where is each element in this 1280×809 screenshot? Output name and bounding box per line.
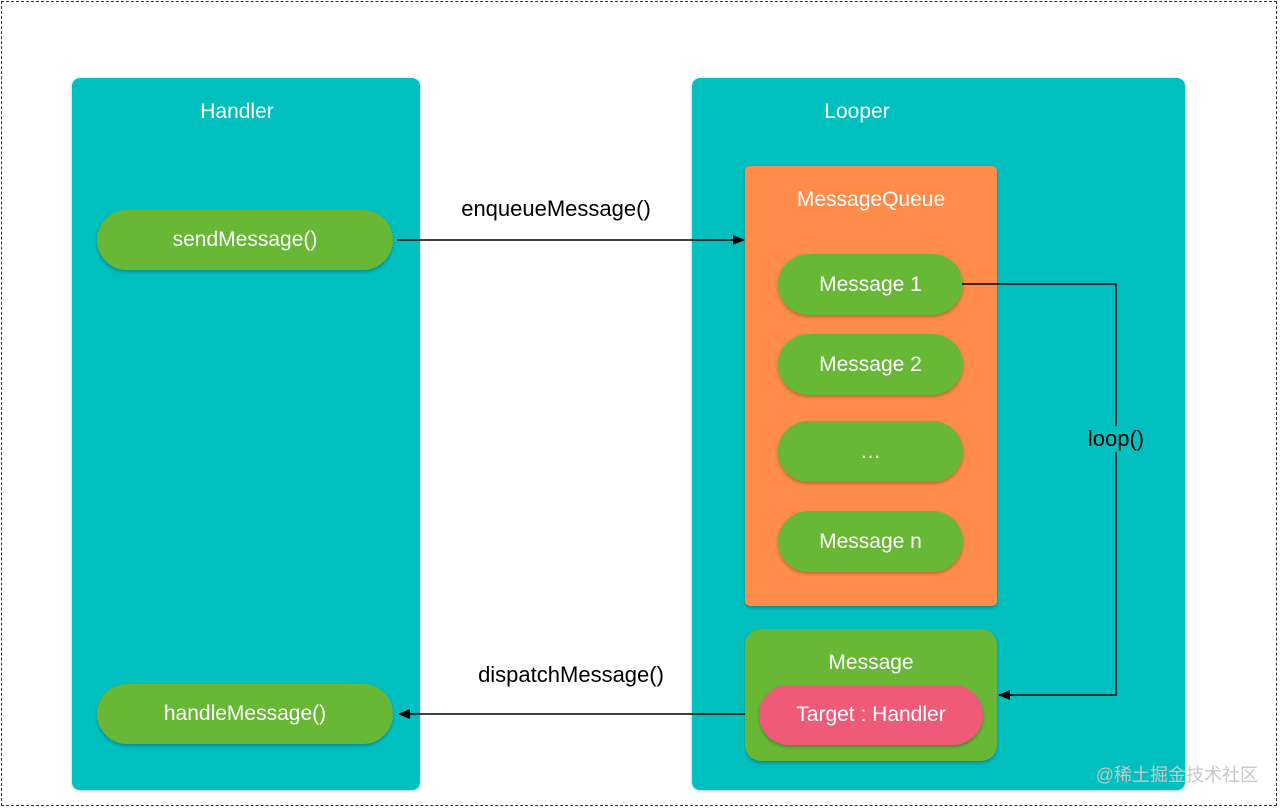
handle-message-node: handleMessage() <box>97 684 393 744</box>
queue-item: Message n <box>778 511 963 572</box>
handler-panel: Handler sendMessage() handleMessage() <box>72 78 420 790</box>
handler-title: Handler <box>200 100 274 123</box>
message-box-title: Message <box>828 651 914 674</box>
loop-label: loop() <box>1080 426 1152 452</box>
queue-item: Message 1 <box>778 254 963 315</box>
target-handler-node: Target : Handler <box>759 685 983 745</box>
looper-title: Looper <box>824 100 890 123</box>
queue-item: … <box>778 421 963 482</box>
enqueue-label: enqueueMessage() <box>461 196 651 221</box>
dispatch-label: dispatchMessage() <box>478 662 664 687</box>
send-message-node: sendMessage() <box>97 210 393 270</box>
watermark: @稀土掘金技术社区 <box>1095 765 1258 785</box>
message-queue-title: MessageQueue <box>796 188 946 211</box>
loop-arrow <box>962 283 1117 700</box>
queue-item: Message 2 <box>778 334 963 395</box>
